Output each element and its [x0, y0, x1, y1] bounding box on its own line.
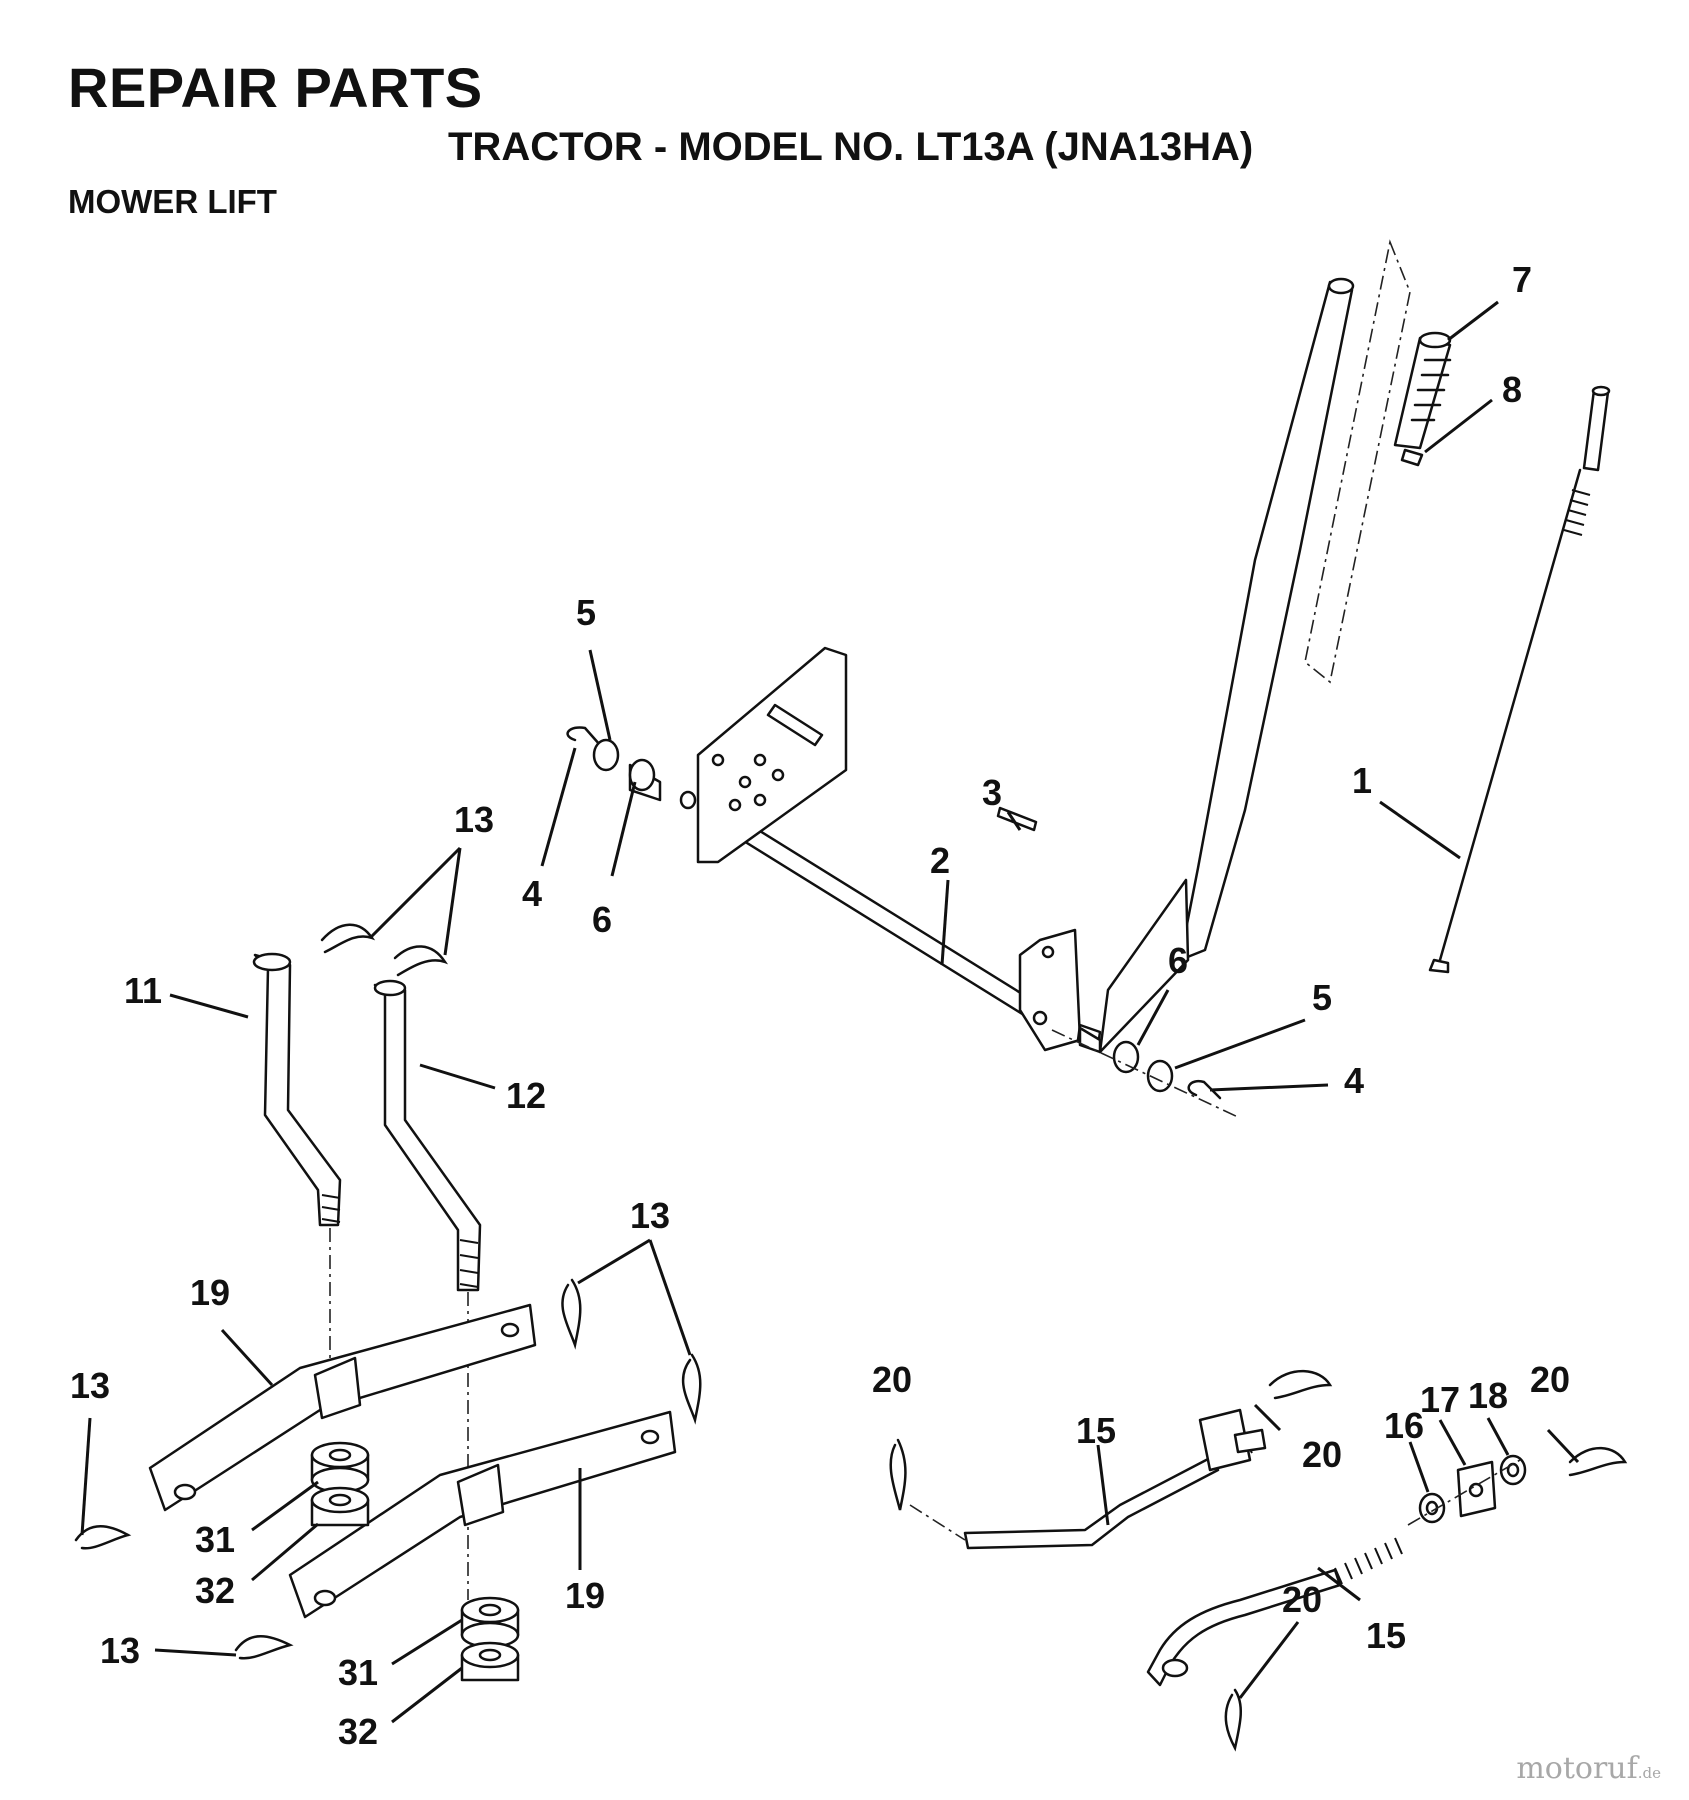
mounting-plate [696, 646, 848, 864]
washer-right [1146, 1059, 1174, 1093]
watermark-logo: motoruf.de [1516, 1751, 1661, 1786]
hairpin-clip-13-upper-1 [320, 923, 376, 954]
grip-cap [1400, 448, 1424, 467]
callout-15-upper: 15 [1076, 1410, 1116, 1451]
hairpin-clip-20-lower [1224, 1688, 1242, 1752]
callout-4-left: 4 [522, 873, 542, 914]
jam-nut-18 [1499, 1454, 1527, 1486]
callout-8: 8 [1502, 369, 1522, 410]
callout-20-upper: 20 [1302, 1434, 1342, 1475]
section-title: MOWER LIFT [68, 183, 277, 220]
rod-axis-upper [909, 1504, 966, 1541]
model-subtitle: TRACTOR - MODEL NO. LT13A (JNA13HA) [448, 125, 1254, 169]
watermark-name: motoruf [1516, 1751, 1638, 1786]
spacer-upper [310, 1441, 370, 1494]
hairpin-clip-13-bottom [234, 1635, 294, 1660]
callout-13-right: 13 [630, 1195, 670, 1236]
callout-12: 12 [506, 1075, 546, 1116]
callout-20-right: 20 [1530, 1359, 1570, 1400]
callout-20-lower: 20 [1282, 1579, 1322, 1620]
callout-17: 17 [1420, 1379, 1460, 1420]
adjust-rod-upper [963, 1408, 1267, 1550]
callout-32-lower: 32 [338, 1711, 378, 1752]
leader-lines [80, 300, 1580, 1724]
handle-grip [1393, 331, 1452, 450]
callout-31-upper: 31 [195, 1519, 235, 1560]
watermark-tld: .de [1637, 1764, 1661, 1782]
callout-13-upper: 13 [454, 799, 494, 840]
callout-4-right: 4 [1344, 1060, 1364, 1101]
callout-2: 2 [930, 840, 950, 881]
hairpin-clip-20-right [1568, 1446, 1628, 1477]
nut-lower [460, 1641, 520, 1682]
callout-31-lower: 31 [338, 1652, 378, 1693]
bushing-left [628, 758, 662, 802]
retaining-ring-left [566, 726, 602, 747]
callout-15-lower: 15 [1366, 1615, 1406, 1656]
retaining-ring-right [1187, 1079, 1222, 1100]
callout-32-upper: 32 [195, 1570, 235, 1611]
hairpin-clip-13-left [74, 1525, 132, 1550]
callout-6-left: 6 [592, 899, 612, 940]
lift-shaft [706, 801, 1102, 1052]
callout-18: 18 [1468, 1375, 1508, 1416]
callout-3: 3 [982, 772, 1002, 813]
hairpin-clip-20-upper [1268, 1369, 1333, 1400]
trunnion-axis [1407, 1459, 1521, 1526]
shaft-end-left [679, 790, 697, 810]
hairpin-clip-13-right-2 [681, 1353, 702, 1425]
hairpin-clip-13-right-1 [561, 1278, 582, 1350]
callout-5-left: 5 [576, 592, 596, 633]
hairpin-clip-13-upper-2 [393, 945, 449, 977]
callout-13-bottom: 13 [100, 1630, 140, 1671]
trunnion-17 [1456, 1460, 1497, 1518]
lift-arm-upper [148, 1303, 537, 1512]
callout-11: 11 [124, 970, 162, 1011]
callout-labels: 7 8 1 3 2 5 4 6 6 5 4 11 12 13 13 13 13 … [70, 259, 1570, 1752]
nut-upper [310, 1486, 370, 1527]
callout-13-left: 13 [70, 1365, 110, 1406]
spacer-lower [460, 1596, 520, 1649]
page-title: REPAIR PARTS [68, 56, 483, 119]
callout-20-left: 20 [872, 1359, 912, 1400]
lift-cable-rod [1428, 385, 1611, 974]
callout-7: 7 [1512, 259, 1532, 300]
washer-left [592, 738, 620, 772]
callout-1: 1 [1352, 760, 1372, 801]
shaft-axis-right [1051, 1029, 1241, 1119]
callout-19-upper: 19 [190, 1272, 230, 1313]
lift-arm-lower [288, 1410, 677, 1619]
jam-nut-16 [1418, 1492, 1446, 1524]
lift-link-right [373, 979, 482, 1292]
adjust-rod-lower [1146, 1537, 1403, 1687]
hairpin-clip-20-left [889, 1438, 907, 1511]
lift-handle [1098, 277, 1355, 1054]
callout-5-right: 5 [1312, 977, 1332, 1018]
callout-19-lower: 19 [565, 1575, 605, 1616]
lift-link-left [252, 952, 342, 1227]
callout-6-right: 6 [1168, 940, 1188, 981]
callout-16: 16 [1384, 1405, 1424, 1446]
grip-reference-outline [1304, 239, 1411, 684]
